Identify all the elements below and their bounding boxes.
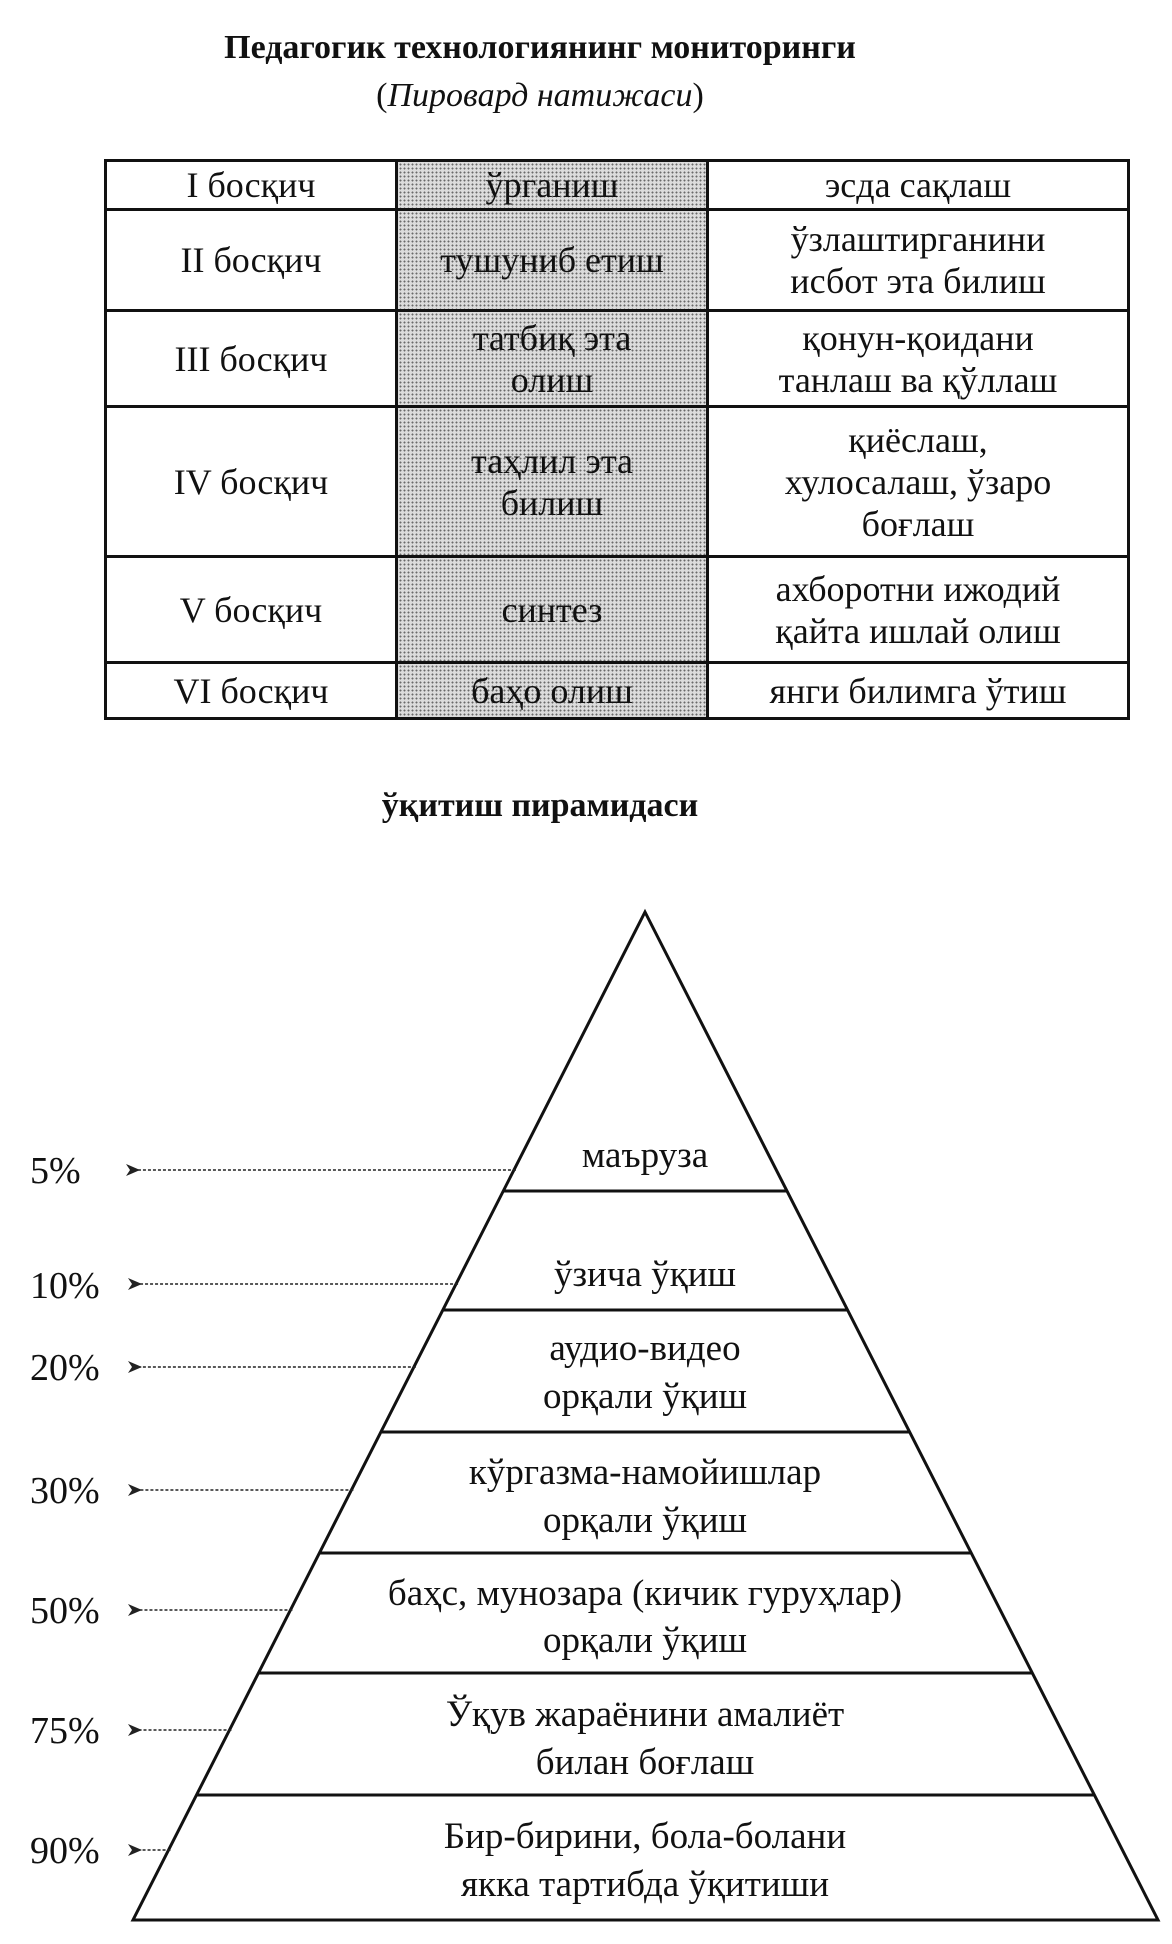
stage-cell: VI босқич: [104, 661, 398, 720]
tier-label: орқали ўқиш: [543, 1500, 747, 1541]
percent-label: 75%: [30, 1710, 100, 1752]
activity-line: таҳлил эта: [471, 440, 633, 481]
monitoring-subtitle: (Пировард натижаси): [0, 76, 1080, 116]
result-line: ахборотни ижодий: [775, 568, 1061, 609]
tier-label: ўзича ўқиш: [554, 1254, 736, 1295]
activity-line: тушуниб етиш: [440, 240, 664, 280]
percent-label: 30%: [30, 1470, 100, 1512]
stage-cell: II босқич: [104, 208, 398, 312]
activity-cell: тушуниб етиш: [395, 208, 709, 312]
monitoring-title: Педагогик технологиянинг мониторинги: [224, 29, 856, 66]
result-line: янги билимга ўтиш: [769, 670, 1067, 711]
tier-label: орқали ўқиш: [543, 1620, 747, 1661]
activity-cell: ўрганиш: [395, 159, 709, 211]
stage-cell: IV босқич: [104, 405, 398, 558]
percent-label: 90%: [30, 1830, 100, 1872]
tier-label: аудио-видео: [549, 1328, 740, 1369]
result-line: қонун-қоидани: [802, 317, 1034, 358]
pyramid-title: ўқитиш пирамидаси: [381, 787, 699, 824]
percent-label: 10%: [30, 1265, 100, 1307]
result-line: қайта ишлай олиш: [775, 610, 1061, 651]
result-cell: янги билимга ўтиш: [706, 661, 1130, 720]
activity-line: ўрганиш: [485, 165, 619, 205]
tier-label: маъруза: [582, 1135, 708, 1176]
activity-line: татбиқ эта: [472, 317, 632, 358]
activity-line: баҳо олиш: [471, 670, 633, 711]
result-line: қиёслаш,: [848, 419, 988, 460]
result-line: эсда сақлаш: [824, 165, 1012, 205]
tier-label: кўргазма-намойишлар: [469, 1452, 821, 1493]
activity-cell: баҳо олиш: [395, 661, 709, 720]
tier-label: Бир-бирини, бола-болани: [444, 1816, 846, 1857]
activity-cell: синтез: [395, 555, 709, 664]
subtitle-paren-close: ): [692, 77, 704, 114]
stage-row: VI босқич баҳо олиш янги билимга ўтиш: [104, 661, 1130, 720]
result-line: ўзлаштирганини: [790, 219, 1046, 259]
result-cell: эсда сақлаш: [706, 159, 1130, 211]
tier-label: орқали ўқиш: [543, 1376, 747, 1417]
tier-label: баҳс, мунозара (кичик гуруҳлар): [388, 1573, 902, 1614]
tier-label: билан боғлаш: [536, 1742, 754, 1783]
stage-cell: I босқич: [104, 159, 398, 211]
subtitle-paren-open: (: [376, 77, 388, 114]
stage-cell: III босқич: [104, 309, 398, 408]
monitoring-table: I босқич ўрганиш эсда сақлаш II босқич тушун…: [104, 159, 1130, 720]
result-line: хулосалаш, ўзаро: [784, 461, 1052, 502]
tier-label: Ўқув жараёнини амалиёт: [446, 1693, 844, 1735]
activity-line: синтез: [501, 589, 603, 630]
subtitle-text: Пировард натижаси: [387, 77, 693, 114]
activity-line: билиш: [500, 482, 604, 523]
percent-label: 5%: [30, 1150, 81, 1192]
percent-label: 50%: [30, 1590, 100, 1632]
tier-label: якка тартибда ўқитиши: [461, 1864, 829, 1905]
pyramid-outline: [130, 908, 1161, 1922]
stage-cell: V босқич: [104, 555, 398, 664]
result-line: танлаш ва қўллаш: [778, 359, 1058, 400]
percent-label: 20%: [30, 1347, 100, 1389]
activity-line: олиш: [510, 359, 594, 400]
result-line: боғлаш: [861, 503, 975, 544]
stage-row: I босқич ўрганиш эсда сақлаш: [104, 159, 1130, 211]
result-line: исбот эта билиш: [790, 261, 1046, 301]
